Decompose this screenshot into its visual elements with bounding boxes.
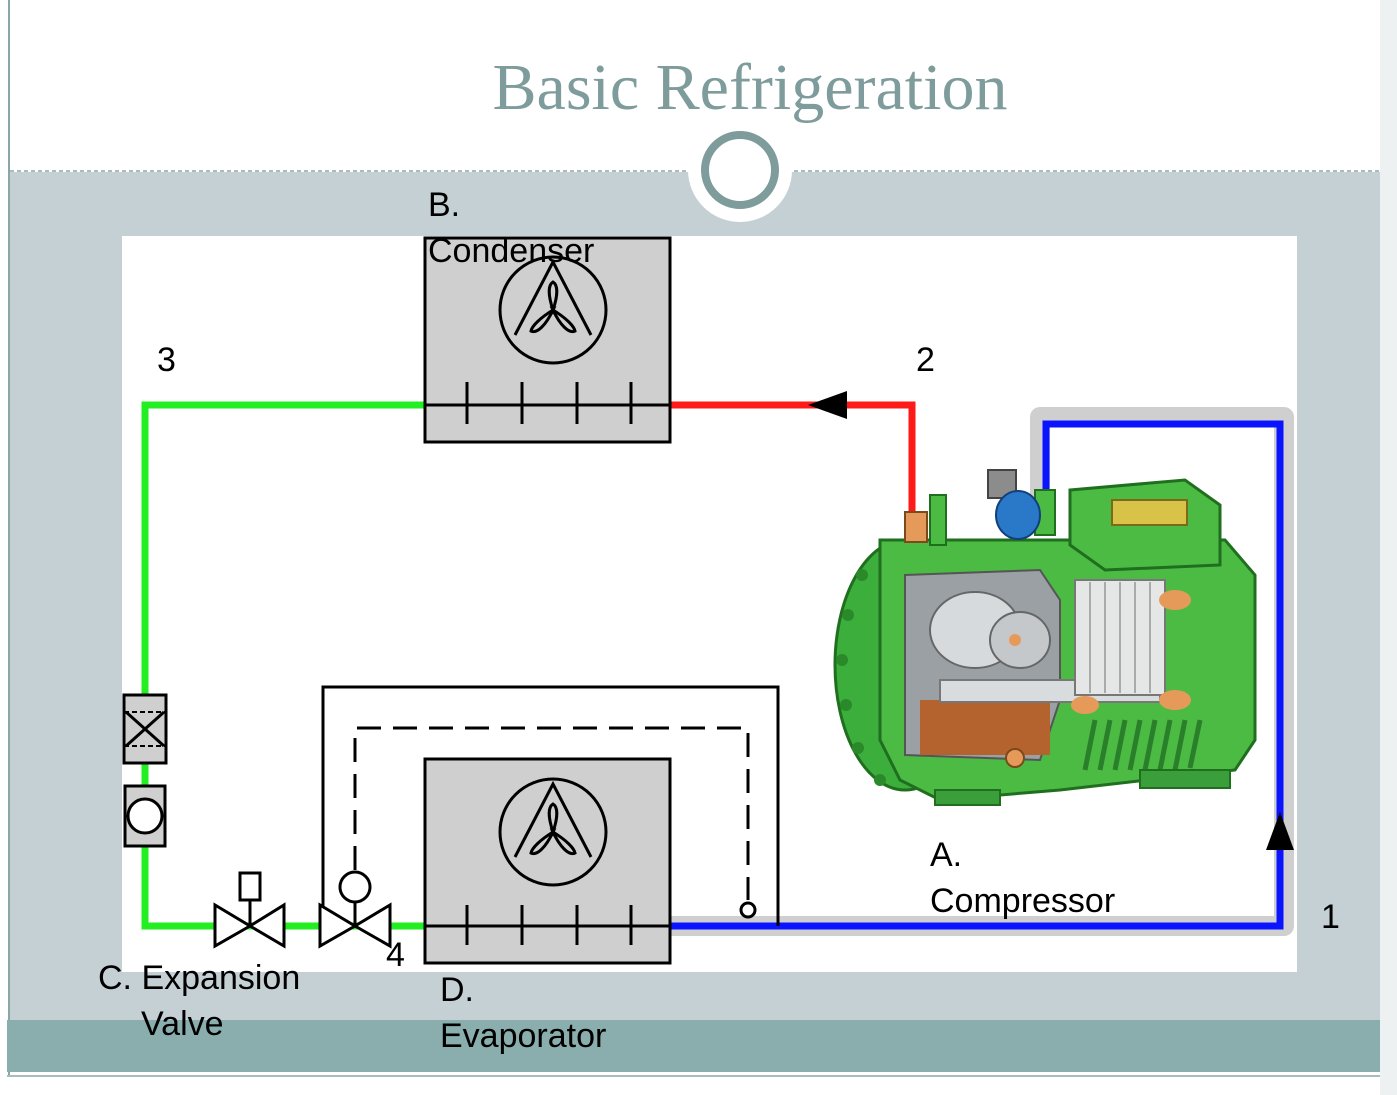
filter-drier-icon [122, 693, 168, 765]
evaporator-fan-icon [498, 777, 608, 887]
sight-glass-icon [123, 784, 167, 848]
sensing-bulb [739, 901, 757, 919]
expansion-valve-label: C. Expansion Valve [98, 955, 300, 1047]
state-point-2: 2 [916, 341, 935, 379]
discharge-line [670, 401, 916, 515]
condenser-name: Condenser [428, 232, 595, 270]
compressor-letter: A. [930, 836, 963, 874]
condenser-fan-icon [498, 255, 608, 365]
state-point-1: 1 [1321, 898, 1340, 936]
flow-arrow-discharge [808, 391, 847, 419]
compressor-illustration [833, 469, 1257, 806]
slide-title: Basic Refrigeration [492, 51, 1008, 124]
condenser-unit [423, 236, 672, 444]
expansion-valve-name: Valve [141, 1005, 224, 1043]
compressor-label: A. Compressor [930, 832, 1115, 924]
condenser-letter: B. [428, 186, 461, 224]
expansion-valve-letter: C. Expansion [98, 959, 301, 997]
solenoid-valve-icon [213, 871, 286, 949]
suction-line [670, 420, 1284, 930]
title-ornament-circle [701, 131, 779, 209]
expansion-valve-icon [318, 870, 392, 949]
equalizer-line [321, 685, 780, 926]
flow-arrow-suction [1266, 812, 1294, 850]
evaporator-letter: D. [440, 971, 474, 1009]
state-point-4: 4 [386, 936, 405, 974]
evaporator-name: Evaporator [440, 1017, 607, 1055]
evaporator-unit [423, 757, 672, 965]
condenser-label: B. Condenser [428, 182, 594, 274]
compressor-name: Compressor [930, 882, 1116, 920]
footer-bar [7, 1020, 1380, 1072]
state-point-3: 3 [157, 341, 176, 379]
evaporator-label: D. Evaporator [440, 967, 606, 1059]
sensing-bulb-line [353, 726, 750, 900]
